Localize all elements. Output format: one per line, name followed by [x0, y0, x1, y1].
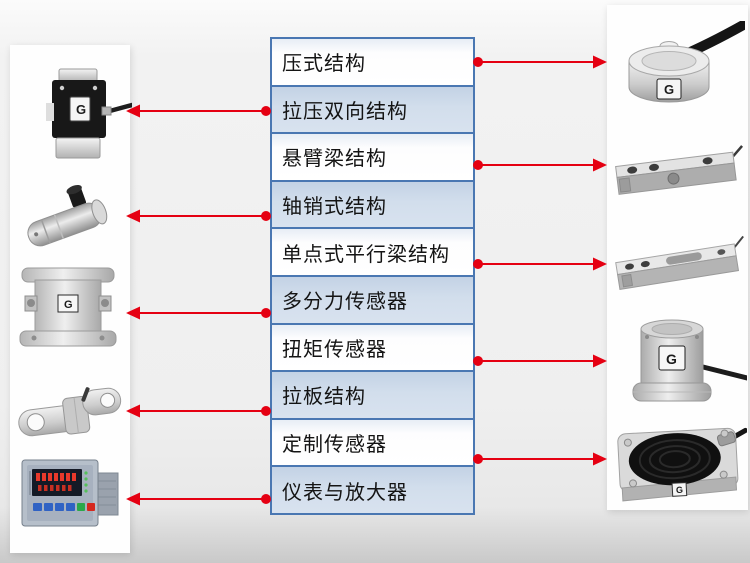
category-label: 仪表与放大器: [282, 481, 408, 504]
category-compression-structure: 压式结构: [270, 37, 475, 87]
brand-logo: G: [666, 351, 677, 367]
category-tension-compression-structure: 拉压双向结构: [270, 84, 475, 135]
s-type-load-cell-icon: G: [46, 68, 132, 159]
category-label: 压式结构: [282, 53, 366, 76]
pancake-custom-load-cell-image: G: [609, 417, 747, 509]
multi-axis-force-sensor-icon: G: [19, 267, 117, 347]
category-label: 扭矩传感器: [282, 338, 387, 361]
multi-axis-force-sensor-image: G: [18, 263, 118, 355]
arrow-compression-structure: [473, 55, 607, 69]
single-point-load-cell-image: [609, 231, 747, 301]
category-torque-sensor: 扭矩传感器: [270, 322, 475, 373]
arrow-pin-type-structure: [126, 209, 271, 223]
shear-beam-load-cell-icon: [615, 145, 744, 195]
category-cantilever-beam-structure: 悬臂梁结构: [270, 132, 475, 182]
miniature-compression-load-cell-icon: G: [628, 21, 745, 103]
left-products-panel: G: [10, 45, 132, 553]
brand-logo: G: [676, 485, 684, 495]
arrow-cantilever-beam-structure: [473, 158, 607, 172]
torque-sensor-icon: G: [632, 319, 747, 402]
category-label: 多分力传感器: [282, 291, 408, 314]
s-type-load-cell-image: G: [32, 67, 132, 162]
tension-link-load-cell-icon: [18, 387, 122, 437]
category-multi-axis-force-sensor: 多分力传感器: [270, 274, 475, 325]
brand-logo: G: [664, 82, 674, 97]
category-tension-plate-structure: 拉板结构: [270, 370, 475, 420]
pancake-custom-load-cell-icon: G: [617, 427, 747, 502]
category-label: 轴销式结构: [282, 196, 387, 219]
brand-logo: G: [64, 299, 73, 311]
arrow-custom-sensor: [473, 452, 607, 466]
category-column: 压式结构 拉压双向结构 悬臂梁结构 轴销式结构 单点式平行梁结构 多分力传感器 …: [270, 37, 475, 515]
arrow-tension-compression-structure: [126, 104, 271, 118]
category-custom-sensor: 定制传感器: [270, 417, 475, 468]
arrow-multi-axis-force-sensor: [126, 306, 271, 320]
arrow-tension-plate-structure: [126, 404, 271, 418]
category-single-point-parallel-beam-structure: 单点式平行梁结构: [270, 227, 475, 277]
category-label: 拉压双向结构: [282, 100, 408, 123]
tension-link-load-cell-image: [16, 383, 124, 445]
category-label: 悬臂梁结构: [282, 148, 387, 171]
category-label: 定制传感器: [282, 434, 387, 457]
pin-type-load-cell-icon: [27, 184, 108, 247]
arrow-torque-sensor: [473, 354, 607, 368]
arrow-instruments-and-amplifiers: [126, 492, 271, 506]
pin-type-load-cell-image: [20, 177, 120, 262]
weighing-indicator-icon: [21, 459, 119, 527]
single-point-load-cell-icon: [615, 235, 744, 290]
category-label: 拉板结构: [282, 386, 366, 409]
miniature-compression-load-cell-image: G: [613, 21, 745, 117]
category-pin-type-structure: 轴销式结构: [270, 179, 475, 230]
right-products-panel: G: [607, 5, 748, 510]
category-label: 单点式平行梁结构: [282, 243, 450, 266]
shear-beam-load-cell-image: [611, 143, 745, 205]
category-instruments-and-amplifiers: 仪表与放大器: [270, 465, 475, 515]
brand-logo: G: [76, 102, 86, 117]
torque-sensor-image: G: [627, 317, 747, 409]
weighing-indicator-image: [20, 457, 122, 537]
arrow-single-point-parallel-beam-structure: [473, 257, 607, 271]
